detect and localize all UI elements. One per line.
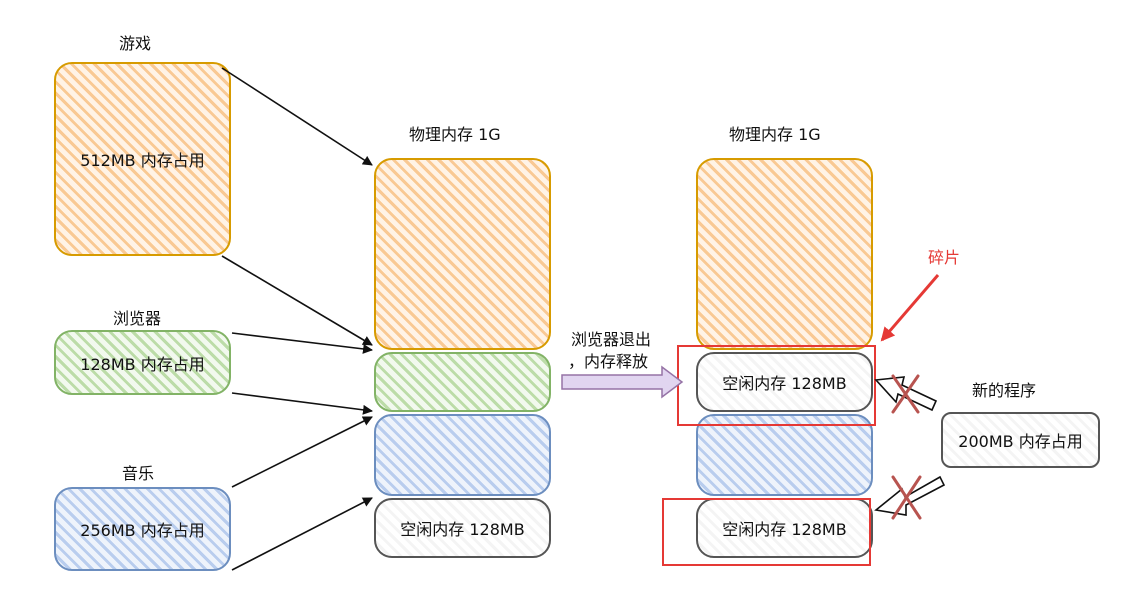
arrow-browser-bottom xyxy=(231,392,373,415)
game-memory-block: 512MB 内存占用 xyxy=(54,62,231,256)
transition-arrow xyxy=(561,365,684,399)
music-usage-label: 256MB 内存占用 xyxy=(80,521,205,540)
arrow-music-bottom xyxy=(231,497,373,571)
memory-after-free-bottom-label: 空闲内存 128MB xyxy=(722,520,847,539)
game-title: 游戏 xyxy=(119,34,152,53)
memory-after-title: 物理内存 1G xyxy=(729,125,821,144)
memory-after-game-segment xyxy=(696,158,873,350)
memory-after-free-top-label: 空闲内存 128MB xyxy=(722,374,847,393)
fragment-highlight-bottom xyxy=(662,498,871,566)
arrow-game-bottom xyxy=(221,255,373,346)
arrow-game-top xyxy=(221,67,373,166)
memory-before-free-label: 空闲内存 128MB xyxy=(400,520,525,539)
arrow-browser-top xyxy=(231,332,373,354)
browser-memory-block: 128MB 内存占用 xyxy=(54,330,231,395)
memory-before-browser-segment xyxy=(374,352,551,412)
transition-line-1: 浏览器退出 xyxy=(571,330,652,349)
browser-title: 浏览器 xyxy=(113,309,162,328)
memory-after-free-segment-top: 空闲内存 128MB xyxy=(696,352,873,412)
cross-mark-top-b xyxy=(891,374,920,414)
blocked-arrow-bottom xyxy=(874,475,946,516)
memory-after-music-segment xyxy=(696,414,873,496)
browser-usage-label: 128MB 内存占用 xyxy=(80,354,205,374)
transition-line-2: ，内存释放 xyxy=(568,352,649,371)
fragment-label: 碎片 xyxy=(928,248,961,267)
memory-after-free-segment-bottom: 空闲内存 128MB xyxy=(696,498,873,558)
memory-before-free-segment: 空闲内存 128MB xyxy=(374,498,551,558)
music-memory-block: 256MB 内存占用 xyxy=(54,487,231,571)
music-title: 音乐 xyxy=(122,464,155,483)
fragment-pointer-arrow xyxy=(880,274,940,342)
memory-before-title: 物理内存 1G xyxy=(409,125,501,144)
new-program-usage-label: 200MB 内存占用 xyxy=(958,432,1083,451)
memory-before-game-segment xyxy=(374,158,551,350)
game-usage-label: 512MB 内存占用 xyxy=(80,151,205,170)
new-program-title: 新的程序 xyxy=(972,381,1037,400)
cross-mark-bottom-b xyxy=(891,475,922,520)
memory-before-music-segment xyxy=(374,414,551,496)
new-program-block: 200MB 内存占用 xyxy=(941,412,1100,468)
arrow-music-top xyxy=(231,416,373,488)
